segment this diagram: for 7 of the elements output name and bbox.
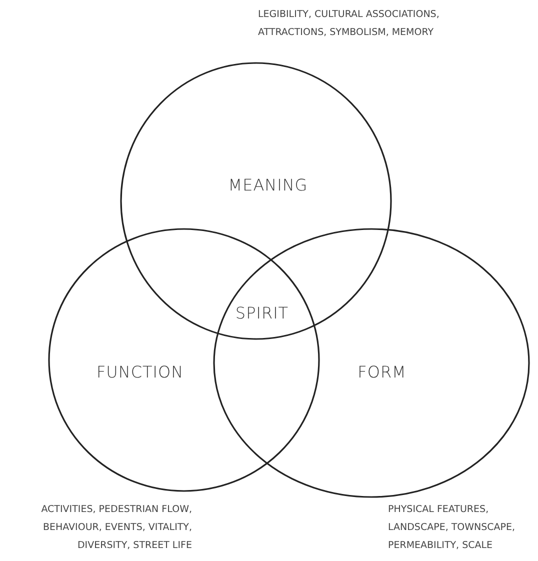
description-text: LEGIBILITY, CULTURAL ASSOCIATIONS, ATTRACTIONS, SYMBOLISM, MEMORY [258, 8, 440, 40]
overlap-label: SPIRIT [235, 304, 289, 322]
description-text: ACTIVITIES, PEDESTRIAN FLOW, BEHAVIOUR, EVENTS, VITALITY, DIVERSITY, STREET LIFE [40, 503, 192, 553]
circle-label: FUNCTION [96, 362, 184, 382]
circle-label: MEANING [228, 176, 308, 194]
description-text: PHYSICAL FEATURES, LANDSCAPE, TOWNSCAPE, PERMEABILITY, SCALE [388, 503, 516, 553]
circle-label: FORM [358, 362, 406, 382]
